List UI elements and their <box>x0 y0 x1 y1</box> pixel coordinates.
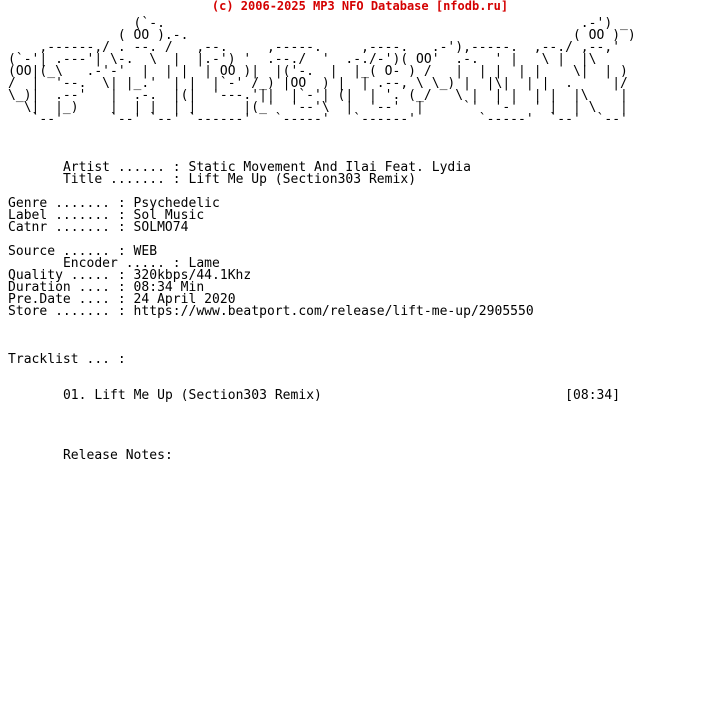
genre-line: Genre ....... : Psychedelic <box>8 196 220 211</box>
credit-header: (c) 2006-2025 MP3 NFO Database [nfodb.ru… <box>211 0 509 13</box>
nfo-document: (`-. .-') _ ( OO ).-. ( OO ) ) ,------,/… <box>8 16 636 463</box>
encoder-line: Encoder ..... : Lame <box>62 256 220 271</box>
label-line: Label ....... : Sol Music <box>8 208 205 223</box>
predate-line: Pre.Date .... : 24 April 2020 <box>8 292 236 307</box>
release-notes-heading: Release Notes: <box>62 448 173 463</box>
store-line: Store ....... : https://www.beatport.com… <box>8 304 534 319</box>
title-line: Title ....... : Lift Me Up (Section303 R… <box>62 172 417 187</box>
source-line: Source ...... : WEB <box>8 244 158 259</box>
tracklist-heading: Tracklist ... : <box>8 352 126 367</box>
catnr-line: Catnr ....... : SOLMO74 <box>8 220 189 235</box>
track-length: [08:34] <box>565 388 621 403</box>
track-title: Lift Me Up (Section303 Remix) <box>94 388 322 403</box>
artist-line: Artist ...... : Static Movement And Ilai… <box>62 160 471 175</box>
duration-line: Duration .... : 08:34 Min <box>8 280 205 295</box>
quality-line: Quality ..... : 320kbps/44.1Khz <box>8 268 252 283</box>
track-number: 01. <box>62 388 87 403</box>
group-logo-ascii-art: (`-. .-') _ ( OO ).-. ( OO ) ) ,------,/… <box>8 16 636 127</box>
